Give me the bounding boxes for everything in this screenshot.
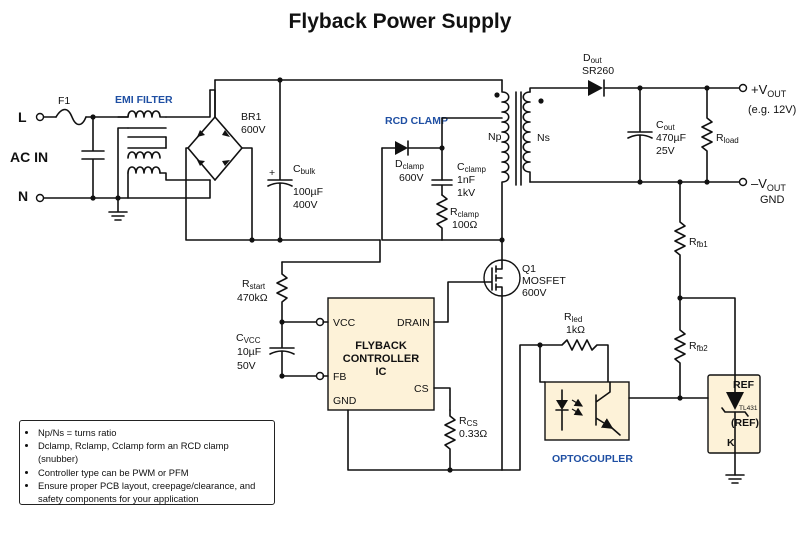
cout-label: Cout [656,119,675,132]
bridge-rating: 600V [241,124,266,136]
tl431-ref-label: (REF) [731,417,759,429]
flyback-transformer: Np Ns [488,79,741,241]
pin-gnd: GND [333,395,357,407]
line-label: L [18,109,27,125]
emi-filter-chokes [115,89,211,201]
cbulk-value: 100µF [293,186,323,198]
q1-ref: Q1 [522,263,536,275]
mosfet-q1: Q1 MOSFET 600V [483,237,566,471]
fuse-label: F1 [58,95,70,107]
rclamp-value: 100Ω [452,219,478,231]
cout-voltage: 25V [656,145,675,157]
vout-neg-label: –VOUT [751,176,786,193]
rfb2-label: Rfb2 [689,340,708,353]
startup-network: Rstart 470kΩ CVCC 10µF 50V [236,239,381,379]
cclamp-value: 1nF [457,174,475,186]
tl431-k-pin: K [727,437,735,449]
x-capacitor [81,114,105,201]
q1-rating: 600V [522,287,547,299]
optocoupler: Rled 1kΩ OPTOCOUPLER [501,311,709,471]
svg-text:+: + [269,167,275,179]
controller-line2: CONTROLLER [343,353,419,365]
bridge-rectifier-br1: BR1 600V [185,89,281,241]
feedback-divider: Rfb1 Rfb2 [674,179,736,401]
pin-cs: CS [414,383,429,395]
pin-vcc: VCC [333,317,356,329]
vout-pos-note: (e.g. 12V) [748,104,796,116]
rstart-label: Rstart [242,278,266,291]
tl431-regulator: REF TL431 (REF) K [707,374,761,484]
rcd-clamp-heading: RCD CLAMP [385,115,448,127]
pin-fb: FB [333,371,346,383]
note-item: Controller type can be PWM or PFM [38,466,268,479]
output-terminals: +VOUT (e.g. 12V) –VOUT GND [738,82,796,206]
pin-drain: DRAIN [397,317,430,329]
note-item: Dclamp, Rclamp, Cclamp form an RCD clamp… [38,439,268,465]
diagram-title: Flyback Power Supply [289,10,512,33]
rled-value: 1kΩ [566,324,585,336]
bulk-capacitor: + Cbulk 100µF 400V [249,77,323,243]
secondary-winding-label: Ns [537,132,550,144]
output-capacitor: Cout 470µF 25V [627,85,686,185]
cout-value: 470µF [656,132,686,144]
ac-in-label: AC IN [10,149,48,165]
cclamp-voltage: 1kV [457,187,475,199]
q1-type: MOSFET [522,275,566,287]
rcs-value: 0.33Ω [459,428,487,440]
vout-neg-note: GND [760,194,785,206]
dclamp-rating: 600V [399,172,424,184]
note-item: Np/Ns = turns ratio [38,426,268,439]
rfb1-label: Rfb1 [689,236,708,249]
emi-filter-heading: EMI FILTER [115,94,173,106]
rload-label: Rload [716,132,739,145]
cvcc-label: CVCC [236,332,261,345]
cbulk-label: Cbulk [293,163,316,176]
rcd-clamp-network: Dclamp 600V Cclamp 1nF 1kV Rclamp 100Ω [381,117,503,241]
cvcc-voltage: 50V [237,360,256,372]
rled-label: Rled [564,311,582,324]
controller-line3: IC [376,366,387,378]
primary-winding-label: Np [488,131,502,143]
rcs-label: RCS [459,415,478,428]
controller-line1: FLYBACK [355,340,407,352]
flyback-controller-ic: VCC FB GND DRAIN CS FLYBACK CONTROLLER I… [315,281,503,473]
rclamp-label: Rclamp [450,206,479,219]
dclamp-label: Dclamp [395,158,424,171]
neutral-terminal [35,193,45,203]
load-resistor: Rload [701,85,739,185]
tl431-part: TL431 [739,405,758,412]
ac-input: L N AC IN [10,109,48,204]
bridge-ref: BR1 [241,111,262,123]
rstart-value: 470kΩ [237,292,268,304]
vout-pos-label: +VOUT [751,82,787,99]
tl431-ref-pin: REF [733,379,755,391]
neutral-label: N [18,188,28,204]
design-notes-box: Np/Ns = turns ratio Dclamp, Rclamp, Ccla… [19,420,275,505]
cvcc-value: 10µF [237,346,261,358]
line-terminal [35,112,45,122]
cclamp-label: Cclamp [457,161,486,174]
dout-label: Dout [583,52,602,65]
ground-symbol-input [108,197,128,221]
dout-part: SR260 [582,65,614,77]
output-diode-dout: Dout SR260 [582,52,741,97]
optocoupler-heading: OPTOCOUPLER [552,453,633,465]
note-item: Ensure proper PCB layout, creepage/clear… [38,479,268,505]
cbulk-voltage: 400V [293,199,318,211]
